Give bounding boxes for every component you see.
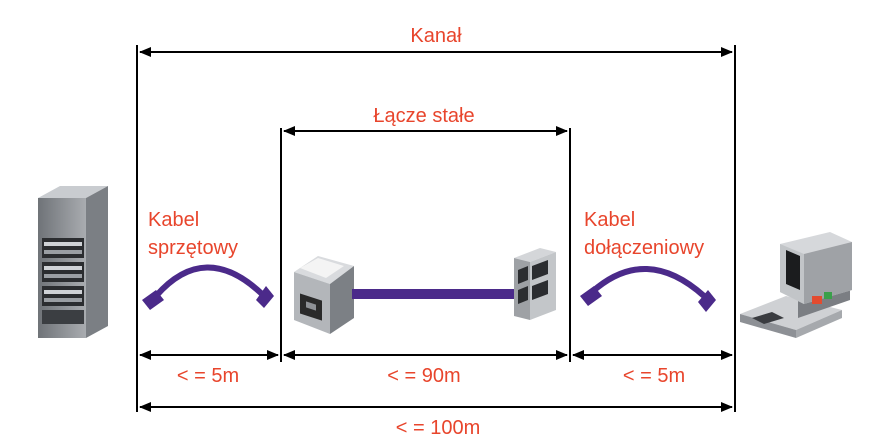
- patch-cable-label-line2: dołączeniowy: [584, 236, 704, 260]
- right-length-label: < = 5m: [623, 364, 685, 388]
- total-length-label: < = 100m: [396, 416, 481, 440]
- middle-length-label: < = 90m: [387, 364, 460, 388]
- server-rack-icon: [38, 186, 108, 338]
- equipment-cable-label-line2: sprzętowy: [148, 236, 238, 260]
- patch-cable-label-line1: Kabel: [584, 208, 635, 232]
- patch-cable-icon: [580, 269, 716, 312]
- wall-outlet-icon: [514, 248, 556, 320]
- channel-label: Kanał: [410, 24, 461, 48]
- permanent-link-label: Łącze stałe: [373, 104, 474, 128]
- boundary-lines: [137, 45, 735, 412]
- computer-workstation-icon: [740, 232, 852, 338]
- equipment-cable-icon: [142, 267, 274, 310]
- left-length-label: < = 5m: [177, 364, 239, 388]
- patch-panel-jack-icon: [294, 256, 354, 334]
- equipment-cable-label-line1: Kabel: [148, 208, 199, 232]
- permanent-link-cable: [352, 289, 518, 299]
